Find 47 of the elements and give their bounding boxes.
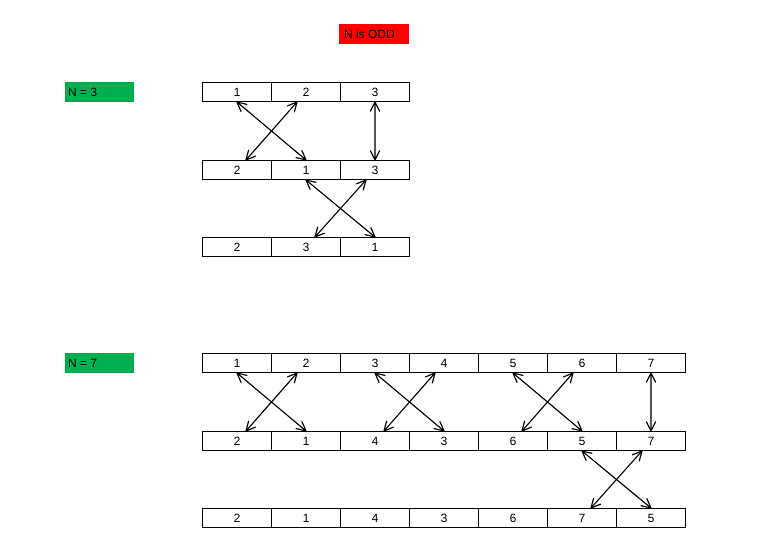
size-tag: N = 7	[65, 353, 134, 373]
double-arrow	[370, 101, 380, 161]
double-arrow	[236, 101, 307, 161]
array-cell: 7	[616, 353, 686, 373]
double-arrow	[512, 372, 583, 432]
array-cell: 3	[340, 82, 410, 102]
array-cell: 2	[202, 508, 272, 528]
array-cell: 4	[340, 508, 410, 528]
double-arrow	[314, 179, 367, 238]
array-cell: 6	[547, 353, 617, 373]
condition-banner: N is ODD	[339, 24, 409, 44]
double-arrow	[374, 372, 445, 432]
array-cell: 2	[202, 160, 272, 180]
array-cell: 4	[340, 431, 410, 451]
array-cell: 7	[616, 431, 686, 451]
array-cell: 1	[271, 508, 341, 528]
array-cell: 4	[409, 353, 479, 373]
array-cell: 5	[478, 353, 548, 373]
array-cell: 5	[616, 508, 686, 528]
double-arrow	[305, 179, 376, 238]
array-cell: 3	[340, 353, 410, 373]
double-arrow	[245, 372, 298, 432]
double-arrow	[590, 450, 643, 509]
array-cell: 5	[547, 431, 617, 451]
array-cell: 2	[202, 431, 272, 451]
double-arrow	[236, 372, 307, 432]
array-cell: 1	[340, 237, 410, 257]
array-cell: 1	[271, 431, 341, 451]
double-arrow	[245, 101, 298, 161]
array-cell: 3	[409, 508, 479, 528]
array-cell: 2	[271, 82, 341, 102]
double-arrow	[521, 372, 574, 432]
array-cell: 3	[409, 431, 479, 451]
double-arrow	[581, 450, 652, 509]
array-cell: 1	[271, 160, 341, 180]
double-arrow	[646, 372, 656, 432]
array-cell: 1	[202, 353, 272, 373]
double-arrow	[383, 372, 436, 432]
array-cell: 2	[271, 353, 341, 373]
array-cell: 1	[202, 82, 272, 102]
array-cell: 3	[271, 237, 341, 257]
array-cell: 7	[547, 508, 617, 528]
array-cell: 3	[340, 160, 410, 180]
array-cell: 6	[478, 508, 548, 528]
array-cell: 2	[202, 237, 272, 257]
size-tag: N = 3	[65, 82, 134, 102]
array-cell: 6	[478, 431, 548, 451]
